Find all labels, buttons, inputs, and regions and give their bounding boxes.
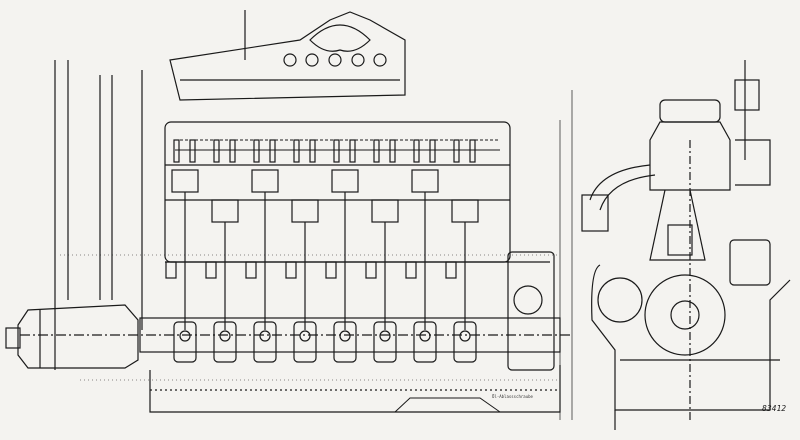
timing-housing	[507, 251, 555, 371]
sump-note: Öl-Ablassschraube	[492, 394, 533, 399]
piston	[211, 199, 239, 223]
end-section-view	[581, 60, 791, 430]
manifold	[169, 10, 406, 101]
cylinder-unit	[165, 139, 199, 363]
piston	[411, 169, 439, 193]
sheet-number: 83412	[762, 404, 787, 413]
cylinder-unit	[405, 139, 439, 363]
piston	[291, 199, 319, 223]
piston	[331, 169, 359, 193]
cylinder-unit	[445, 139, 479, 363]
cylinder-unit	[285, 139, 319, 363]
piston	[251, 169, 279, 193]
piston	[371, 199, 399, 223]
cylinder-unit	[245, 139, 279, 363]
cylinder-unit	[205, 139, 239, 363]
piston	[451, 199, 479, 223]
flywheel-housing	[5, 300, 139, 370]
side-section-view	[5, 10, 573, 420]
cylinder-unit	[365, 139, 399, 363]
valve-train	[175, 139, 500, 151]
oil-sump	[149, 365, 561, 413]
cylinder-unit	[325, 139, 359, 363]
piston	[171, 169, 199, 193]
cylinder-group	[165, 139, 479, 363]
